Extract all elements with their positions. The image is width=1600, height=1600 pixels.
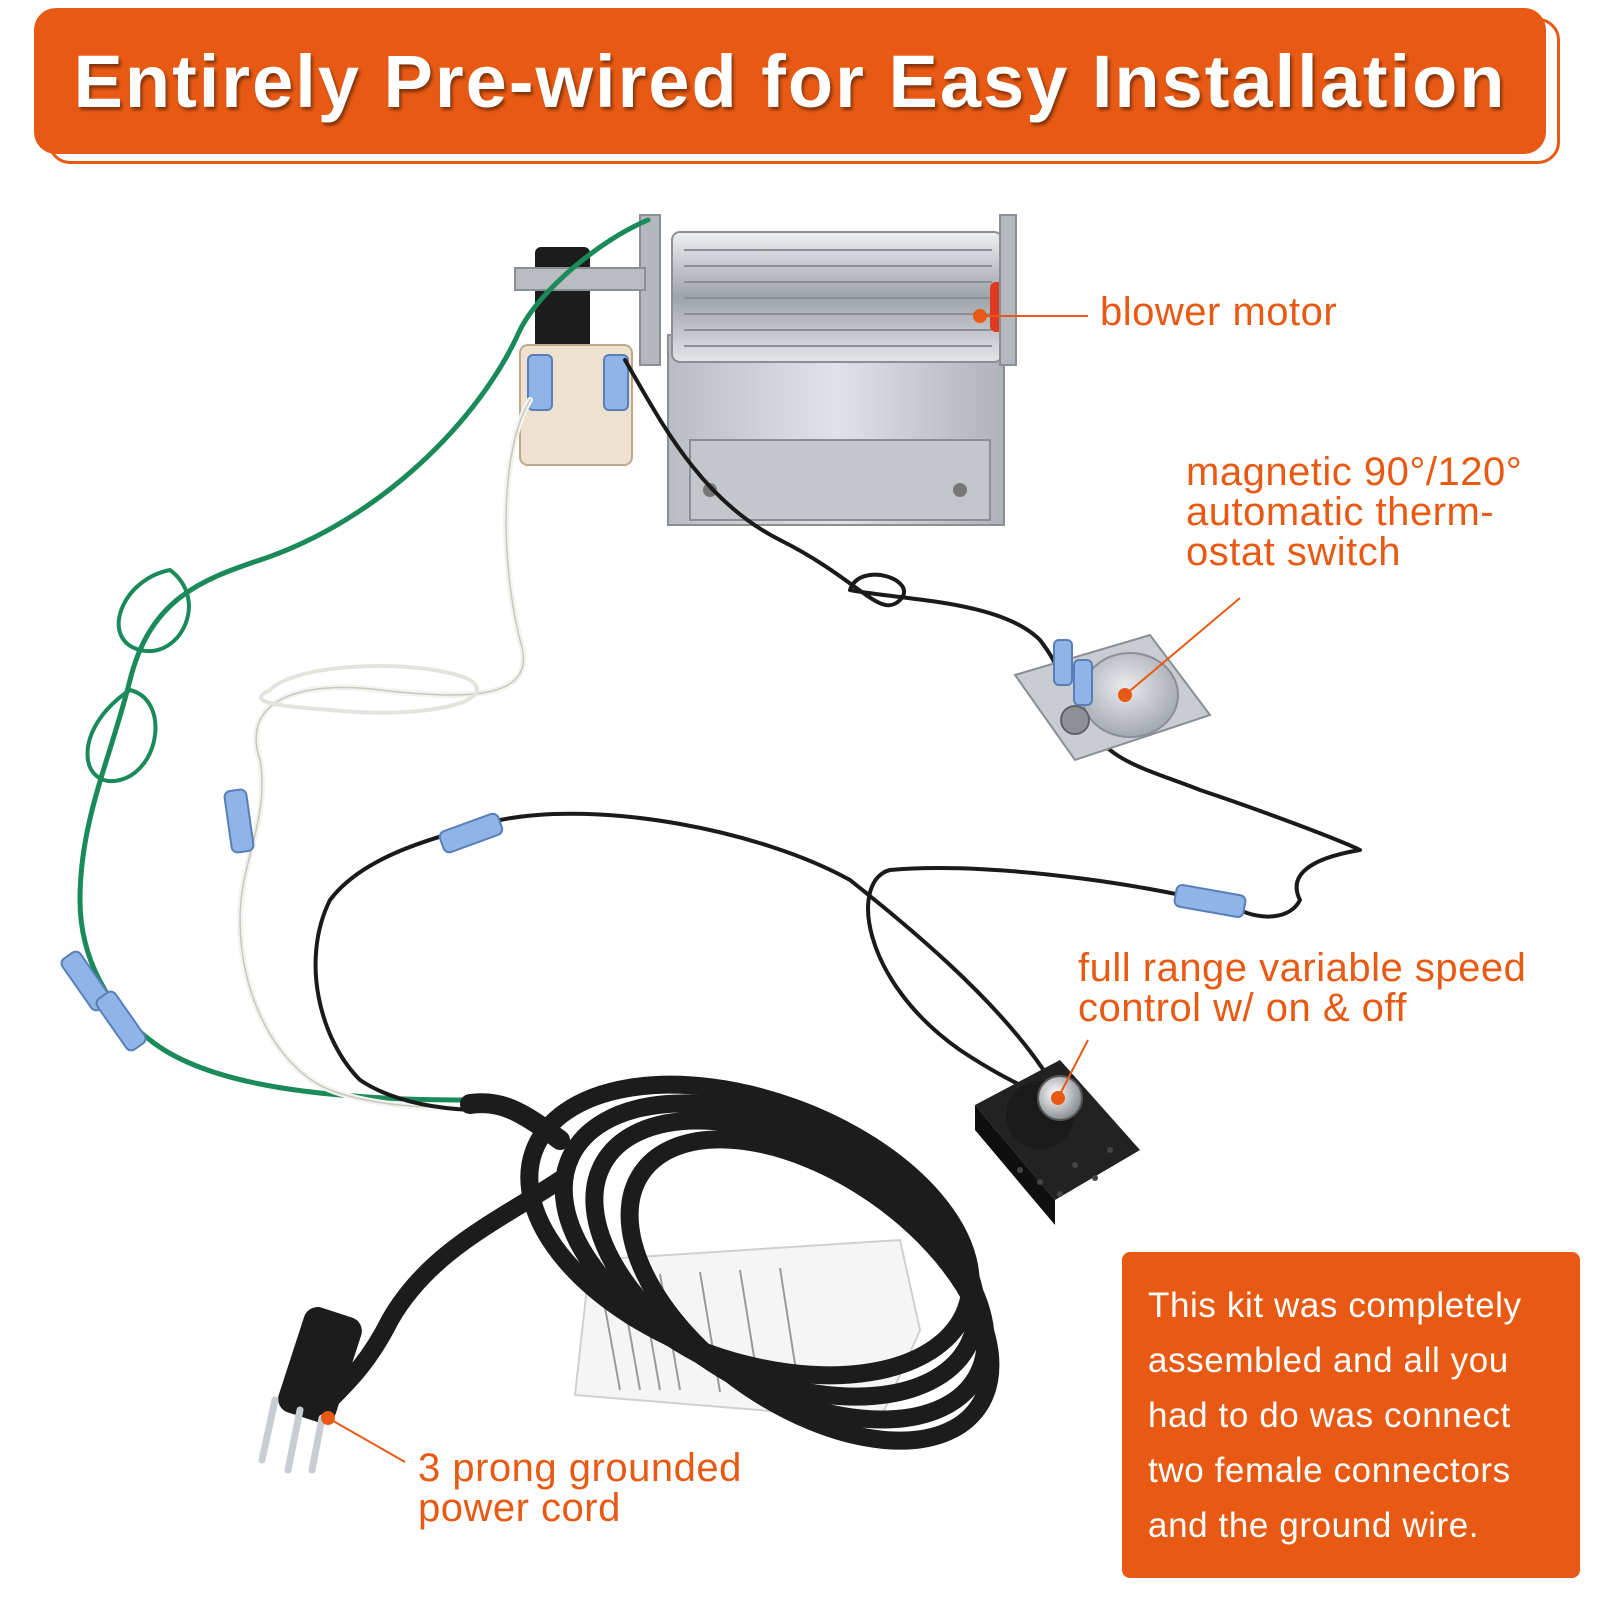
power-cord [258,1075,1000,1474]
speed-control [975,1060,1140,1225]
connector-icon [1053,639,1073,686]
connector-icon [603,354,629,411]
speed-control-label: full range variable speed control w/ on … [1078,946,1527,1030]
mount-hole [953,483,967,497]
blower-base [689,439,991,521]
thermostat-callout-line [1124,597,1241,696]
connector-icon [527,354,553,411]
neutral-wire-loop [258,664,479,715]
callout-dot [1118,688,1132,702]
connector-icon [1073,659,1093,706]
cord-sheath [460,1093,570,1150]
connectors [60,788,1247,1052]
mount-hole [703,483,717,497]
connector-icon [1173,884,1247,918]
thermostat-label: magnetic 90°/120° automatic therm- ostat… [1186,450,1523,574]
power-cord-label: 3 prong grounded power cord [418,1446,742,1530]
installation-note: This kit was completely assembled and al… [1122,1252,1580,1578]
callout-lines [321,309,1241,1463]
motor-shaft [514,267,646,291]
callout-dot [321,1411,335,1425]
neutral-wire-edge [239,399,531,1109]
thermostat-stud [1060,705,1090,735]
connector-icon [95,990,147,1052]
hot-wire [313,811,1052,1112]
plug-icon [278,1307,362,1423]
mount-bracket [999,214,1017,366]
ground-wire [77,217,651,1103]
speed-control-wire [866,718,1362,1092]
blower-motor [514,214,1017,526]
neutral-wire [237,397,533,1111]
connector-icon [223,788,255,854]
ground-wire-loop [85,688,158,784]
thermostat-wire [623,358,1062,692]
speed-control-side [975,1105,1055,1225]
cord-callout-line [327,1417,406,1463]
installation-note-text: This kit was completely assembled and al… [1148,1286,1522,1545]
connector-icon [438,812,504,854]
ground-wire-loop [116,568,191,654]
thermostat-switch [1013,633,1212,762]
title-banner: Entirely Pre-wired for Easy Installation [34,8,1546,154]
page-title: Entirely Pre-wired for Easy Installation [73,39,1507,123]
callout-dot [973,309,987,323]
blower-motor-label: blower motor [1100,290,1338,334]
callout-dot [1051,1091,1065,1105]
speed-callout-line [1057,1039,1089,1099]
